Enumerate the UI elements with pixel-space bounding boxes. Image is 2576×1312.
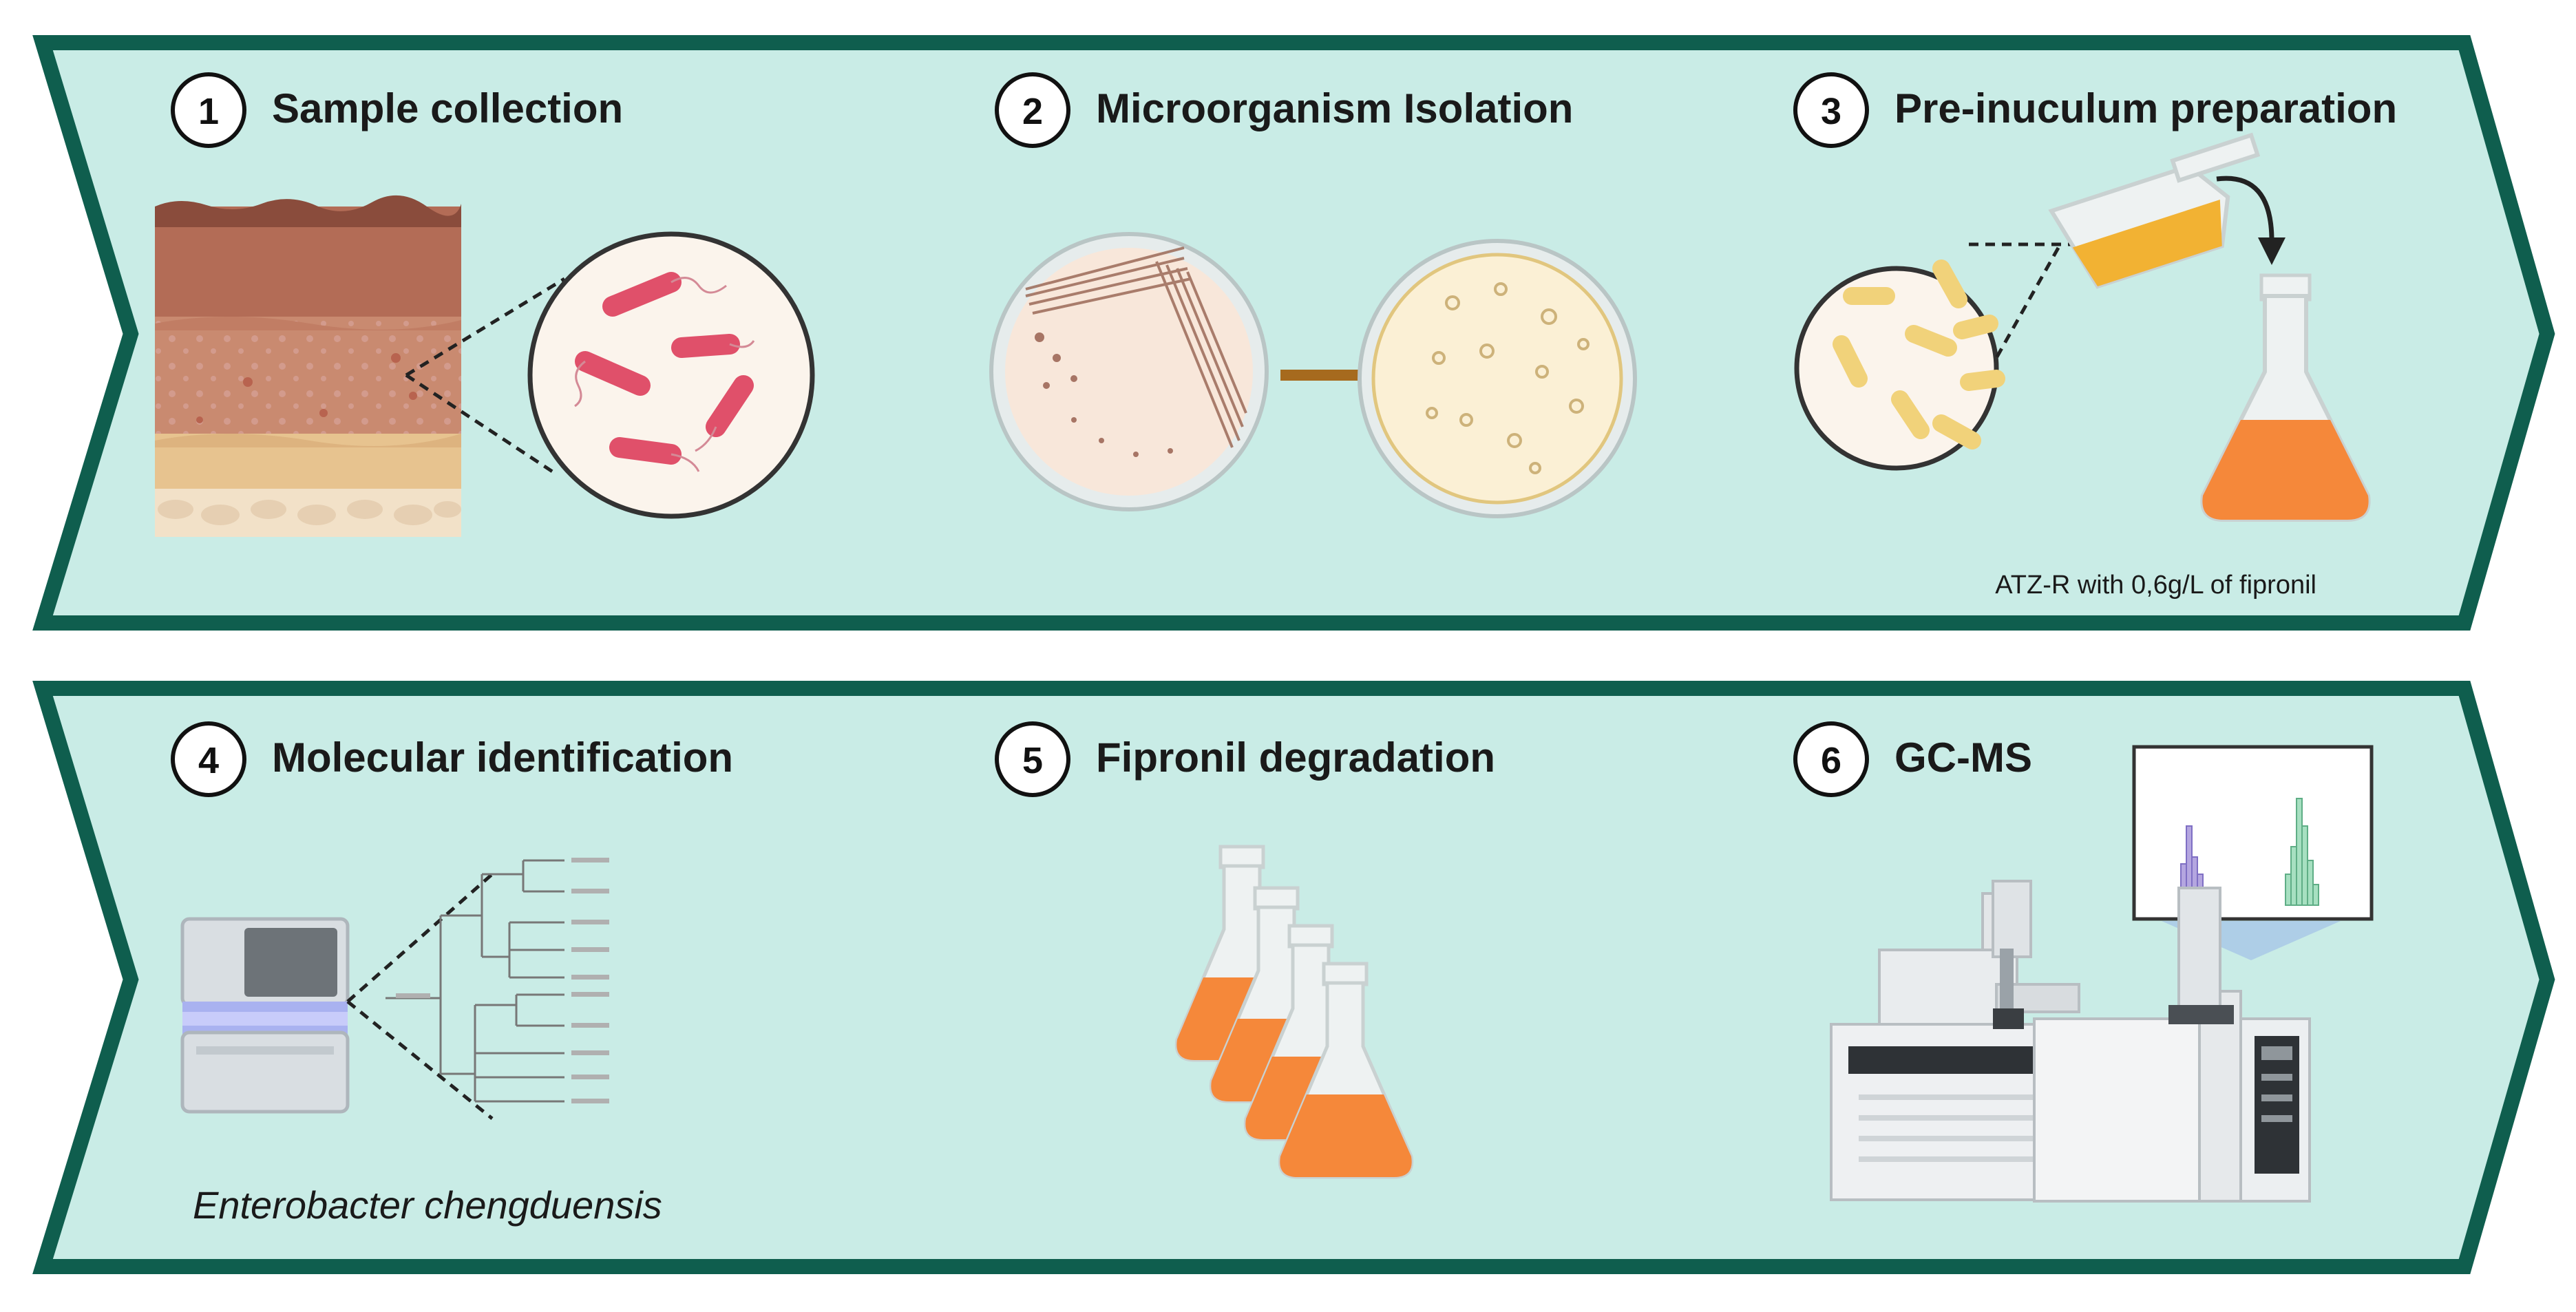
step-4-number: 4 — [198, 740, 219, 781]
flasks-icon — [1174, 845, 1414, 1179]
step-1-title: Sample collection — [272, 85, 623, 131]
step-2-header: 2 Microorganism Isolation — [995, 72, 1573, 148]
step-5-badge — [995, 721, 1070, 797]
sequencer-icon — [180, 917, 350, 1114]
step-5-number: 5 — [1022, 740, 1043, 781]
step-6-title: GC-MS — [1894, 734, 2032, 781]
step-2-badge — [995, 72, 1070, 148]
pour-guide-lines — [1969, 242, 2079, 359]
step-3-title: Pre-inuculum preparation — [1894, 85, 2397, 131]
petri-dish-icon — [989, 232, 1269, 511]
step-6-header: 6 GC-MS — [1793, 721, 2032, 797]
isolated-colonies-dish-icon — [1358, 239, 1637, 518]
step-6-badge — [1793, 721, 1869, 797]
step-4-badge — [171, 721, 246, 797]
step-3-number: 3 — [1821, 91, 1841, 132]
gc-ms-instrument-icon — [1830, 880, 2311, 1203]
orange-flask-icon — [2200, 273, 2371, 522]
pour-arrow-icon — [2216, 176, 2285, 265]
yellow-bacteria-icon — [1794, 260, 2005, 471]
tree-leaf-labels — [396, 858, 609, 1103]
step-5-header: 5 Fipronil degradation — [995, 721, 1495, 797]
zoom-lines — [405, 277, 566, 477]
step-1-badge — [171, 72, 246, 148]
phylogenetic-tree-icon — [386, 859, 564, 1103]
step-4-title: Molecular identification — [272, 734, 733, 781]
soil-sample-icon — [155, 195, 461, 537]
flask-pour-icon — [2048, 132, 2261, 289]
step-3-header: 3 Pre-inuculum preparation — [1793, 72, 2397, 148]
step-1-number: 1 — [198, 91, 219, 132]
magnified-bacteria-icon — [527, 231, 815, 519]
step-2-title: Microorganism Isolation — [1096, 85, 1573, 131]
chromatogram-icon — [2132, 745, 2374, 960]
step-3-medium-note: ATZ-R with 0,6g/L of fipronil — [1995, 571, 2316, 600]
step-3-badge — [1793, 72, 1869, 148]
chromatogram-peaks-green — [2285, 798, 2319, 906]
identified-species-label: Enterobacter chengduensis — [193, 1183, 662, 1227]
step-6-number: 6 — [1821, 740, 1841, 781]
step-4-header: 4 Molecular identification — [171, 721, 733, 797]
step-2-number: 2 — [1022, 91, 1043, 132]
tree-guide-lines — [346, 873, 494, 1120]
step-1-header: 1 Sample collection — [171, 72, 623, 148]
flask-4 — [1278, 962, 1414, 1179]
step-5-title: Fipronil degradation — [1096, 734, 1495, 781]
